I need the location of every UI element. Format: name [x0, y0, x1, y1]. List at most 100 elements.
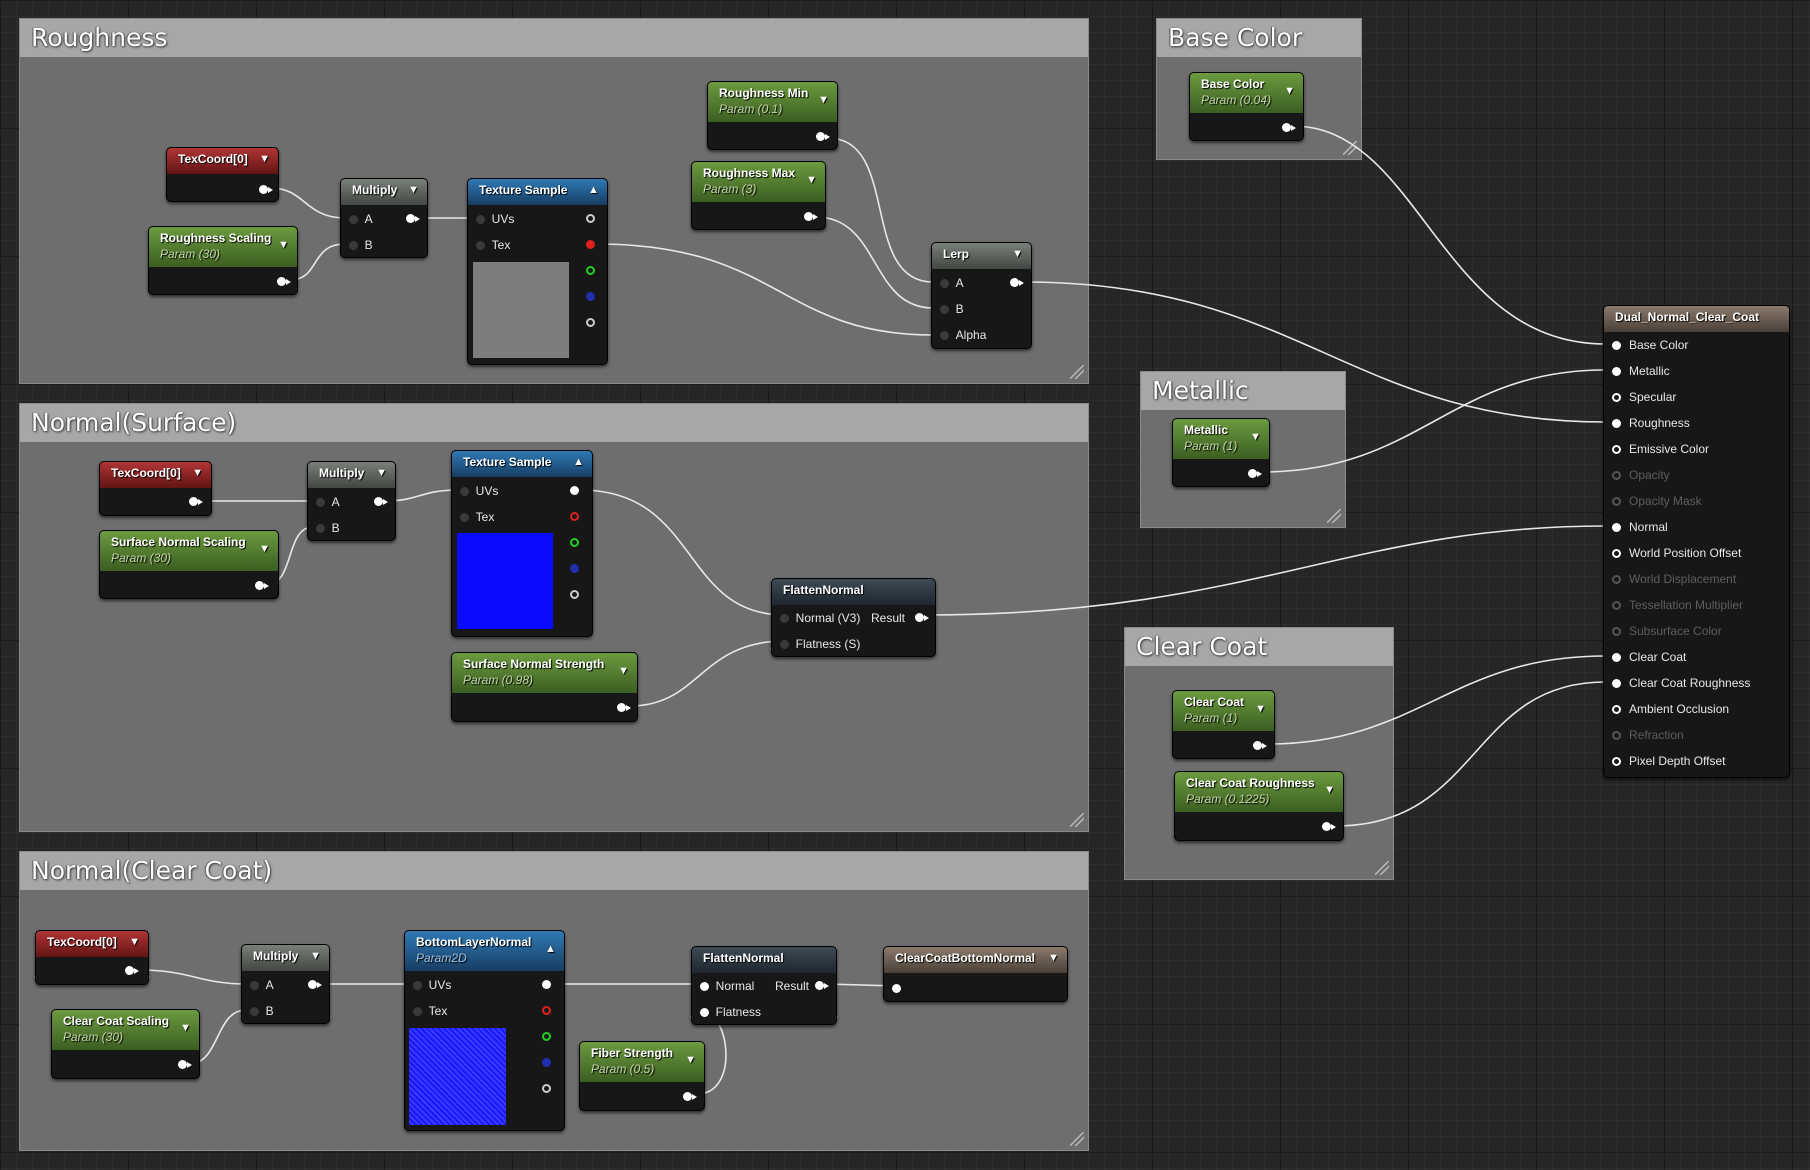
input-pin-b[interactable]: B [316, 519, 340, 537]
input-pin-a[interactable]: A [316, 493, 340, 511]
input-pin[interactable] [1612, 679, 1621, 689]
collapse-arrow-icon[interactable]: ▼ [1048, 952, 1059, 964]
material-input-opacity[interactable]: Opacity [1612, 466, 1670, 484]
pin[interactable] [780, 640, 789, 650]
material-input-clear-coat-roughness[interactable]: Clear Coat Roughness [1612, 674, 1750, 692]
input-pin-uvs[interactable]: UVs [413, 976, 451, 994]
input-pin-uvs[interactable]: UVs [476, 210, 514, 228]
collapse-arrow-icon[interactable]: ▼ [618, 665, 629, 677]
pin[interactable] [316, 498, 325, 508]
output-pin-a[interactable] [586, 318, 595, 327]
output-pin[interactable] [804, 212, 818, 221]
output-pin[interactable] [125, 966, 139, 975]
output-pin-r[interactable] [570, 512, 579, 521]
input-pin-alpha[interactable]: Alpha [940, 326, 986, 344]
input-pin-tex[interactable]: Tex [460, 508, 494, 526]
collapse-arrow-icon[interactable]: ▼ [259, 543, 270, 555]
pin[interactable] [413, 1007, 422, 1017]
input-pin[interactable] [1612, 705, 1621, 715]
input-pin[interactable] [1612, 757, 1621, 767]
output-pin[interactable] [683, 1092, 697, 1101]
collapse-arrow-icon[interactable]: ▼ [310, 950, 321, 962]
input-pin-uvs[interactable]: UVs [460, 482, 498, 500]
output-pin-rgb[interactable] [586, 214, 595, 223]
material-input-base-color[interactable]: Base Color [1612, 336, 1688, 354]
output-pin[interactable] [915, 613, 929, 622]
material-input-metallic[interactable]: Metallic [1612, 362, 1670, 380]
output-pin-r[interactable] [586, 240, 595, 249]
output-pin[interactable] [259, 185, 273, 194]
material-input-world-position-offset[interactable]: World Position Offset [1612, 544, 1741, 562]
output-pin[interactable] [255, 581, 269, 590]
input-pin[interactable] [1612, 523, 1621, 533]
input-pin[interactable] [1612, 393, 1621, 403]
material-input-roughness[interactable]: Roughness [1612, 414, 1690, 432]
collapse-arrow-icon[interactable]: ▼ [180, 1022, 191, 1034]
resize-handle[interactable] [1070, 365, 1084, 379]
output-pin-a[interactable] [542, 1084, 551, 1093]
input-pin[interactable] [892, 984, 901, 993]
material-input-pixel-depth-offset[interactable]: Pixel Depth Offset [1612, 752, 1726, 770]
output-pin-g[interactable] [586, 266, 595, 275]
pin[interactable] [700, 982, 709, 992]
multiply-node[interactable]: Multiply▼ A B [340, 178, 428, 258]
resize-handle[interactable] [1343, 141, 1357, 155]
collapse-arrow-icon[interactable]: ▼ [278, 239, 289, 251]
texture-sample-node[interactable]: Texture Sample▲ UVs Tex [451, 450, 593, 637]
input-pin[interactable] [1612, 471, 1621, 481]
pin[interactable] [316, 524, 325, 534]
pin[interactable] [476, 241, 485, 251]
collapse-arrow-icon[interactable]: ▼ [806, 174, 817, 186]
resize-handle[interactable] [1070, 813, 1084, 827]
input-pin-b[interactable]: B [250, 1002, 274, 1020]
collapse-arrow-icon[interactable]: ▼ [1284, 85, 1295, 97]
input-pin[interactable] [1612, 549, 1621, 559]
output-pin-b[interactable] [542, 1058, 551, 1067]
pin[interactable] [413, 981, 422, 991]
pin[interactable] [940, 279, 949, 289]
material-input-specular[interactable]: Specular [1612, 388, 1676, 406]
output-pin[interactable] [374, 497, 388, 506]
input-pin-a[interactable]: A [940, 274, 964, 292]
output-pin[interactable] [178, 1060, 192, 1069]
flatten-normal-node[interactable]: FlattenNormal Normal (V3) Result Flatnes… [771, 578, 936, 657]
texcoord-node[interactable]: TexCoord[0]▼ [166, 147, 279, 202]
input-pin-a[interactable]: A [250, 976, 274, 994]
material-input-refraction[interactable]: Refraction [1612, 726, 1684, 744]
texcoord-node[interactable]: TexCoord[0]▼ [35, 930, 149, 985]
pin[interactable] [460, 513, 469, 523]
collapse-arrow-icon[interactable]: ▼ [1255, 703, 1266, 715]
pin[interactable] [700, 1008, 709, 1018]
output-pin[interactable] [308, 980, 322, 989]
pin[interactable] [349, 241, 358, 251]
pin[interactable] [780, 614, 789, 624]
pin[interactable] [250, 981, 259, 991]
output-pin[interactable] [816, 132, 830, 141]
input-pin[interactable] [1612, 627, 1621, 637]
lerp-node[interactable]: Lerp▼ A B Alpha [931, 242, 1032, 349]
collapse-arrow-icon[interactable]: ▼ [129, 936, 140, 948]
input-pin[interactable] [1612, 731, 1621, 741]
output-pin[interactable] [1253, 741, 1267, 750]
material-input-tessellation-multiplier[interactable]: Tessellation Multiplier [1612, 596, 1743, 614]
output-pin[interactable] [277, 277, 291, 286]
input-pin[interactable] [1612, 341, 1621, 351]
input-pin[interactable] [1612, 575, 1621, 585]
output-pin[interactable] [1282, 123, 1296, 132]
pin[interactable] [250, 1007, 259, 1017]
output-pin-b[interactable] [586, 292, 595, 301]
output-pin[interactable] [1010, 278, 1024, 287]
collapse-arrow-icon[interactable]: ▼ [1250, 431, 1261, 443]
output-pin[interactable] [617, 703, 631, 712]
material-input-ambient-occlusion[interactable]: Ambient Occlusion [1612, 700, 1729, 718]
output-pin-rgb[interactable] [570, 486, 579, 495]
